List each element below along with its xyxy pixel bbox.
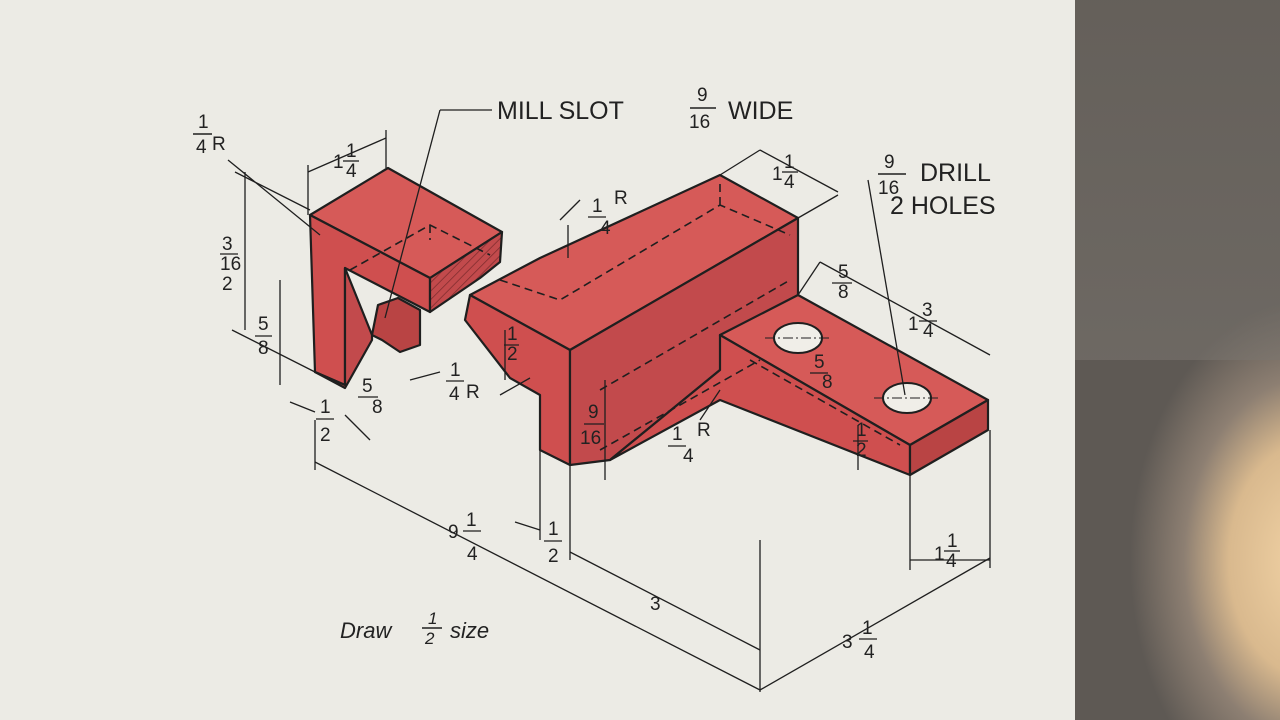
notes: MILL SLOT 9 16 WIDE 9 16 DRILL 2 HOLES D… <box>340 85 996 648</box>
svg-text:4: 4 <box>467 544 478 565</box>
svg-text:4: 4 <box>946 551 957 572</box>
svg-text:1: 1 <box>784 152 795 173</box>
svg-text:2: 2 <box>548 546 559 567</box>
drill-holes <box>765 322 940 414</box>
dim-length-3: 3 <box>650 594 661 615</box>
svg-text:3: 3 <box>922 300 933 321</box>
mill-slot-num: 9 <box>697 85 708 106</box>
svg-text:8: 8 <box>838 282 849 303</box>
dim-slot-5-8: 5 8 <box>358 376 383 418</box>
dim-web-half: 1 2 <box>504 324 519 365</box>
draw-size-num: 1 <box>428 609 437 628</box>
part-body <box>308 166 990 477</box>
svg-text:5: 5 <box>258 314 269 335</box>
svg-text:R: R <box>697 420 711 441</box>
dim-r-quarter-top: 1 4 R <box>588 188 628 239</box>
svg-text:5: 5 <box>362 376 373 397</box>
svg-text:1: 1 <box>592 196 603 217</box>
svg-text:1: 1 <box>947 531 958 552</box>
svg-text:1: 1 <box>450 360 461 381</box>
svg-text:1: 1 <box>320 397 331 418</box>
isometric-part-drawing: MILL SLOT 9 16 WIDE 9 16 DRILL 2 HOLES D… <box>193 85 996 692</box>
hidden-lines <box>349 180 901 451</box>
svg-text:1: 1 <box>548 519 559 540</box>
dim-r-quarter-low: 1 4 R <box>668 420 711 467</box>
svg-text:9: 9 <box>448 522 459 543</box>
dim-height-5-8: 5 8 <box>255 314 272 359</box>
svg-text:R: R <box>614 188 628 209</box>
mill-slot-label: MILL SLOT <box>497 97 624 125</box>
svg-text:5: 5 <box>838 262 849 283</box>
svg-text:1: 1 <box>862 618 873 639</box>
svg-text:4: 4 <box>346 161 357 182</box>
slot-inner <box>370 296 422 354</box>
svg-text:4: 4 <box>196 137 207 158</box>
svg-text:R: R <box>466 382 480 403</box>
svg-text:3: 3 <box>842 632 853 653</box>
svg-text:9: 9 <box>588 402 599 423</box>
background-shadow <box>1075 0 1280 360</box>
dim-r-quarter-left: 1 4 R <box>193 112 226 158</box>
svg-text:1: 1 <box>934 544 945 565</box>
svg-text:1: 1 <box>507 324 518 345</box>
dim-arm-5-8: 5 8 <box>832 262 852 303</box>
dim-end-1-1-4: 1 1 4 <box>934 531 960 572</box>
svg-text:2: 2 <box>222 274 233 295</box>
dimension-values: 1 4 R 1 1 4 2 3 16 5 8 5 8 <box>193 112 960 663</box>
dim-width-3-1-4: 3 1 4 <box>842 618 877 663</box>
svg-text:16: 16 <box>580 428 601 449</box>
svg-text:1: 1 <box>346 141 357 162</box>
svg-text:3: 3 <box>650 594 661 615</box>
drill-holes: 2 HOLES <box>890 192 996 220</box>
left-block-break <box>428 230 504 314</box>
svg-text:8: 8 <box>372 397 383 418</box>
dim-depth-9-16: 9 16 <box>580 402 604 449</box>
svg-text:5: 5 <box>814 352 825 373</box>
dim-top-arm-1-1-4: 1 1 4 <box>772 152 798 193</box>
svg-text:4: 4 <box>600 218 611 239</box>
mill-slot-tail: WIDE <box>728 97 793 125</box>
dim-gap-half: 1 2 <box>544 519 562 567</box>
draw-size-word: Draw <box>340 618 393 643</box>
dim-r-quarter-mid: 1 4 R <box>446 360 480 405</box>
svg-text:2: 2 <box>320 425 331 446</box>
dim-arm-thick-half: 1 2 <box>853 420 868 461</box>
arm-end <box>908 398 990 477</box>
svg-text:1: 1 <box>772 164 783 185</box>
dim-hole-spacing-5-8: 5 8 <box>810 352 833 393</box>
svg-text:4: 4 <box>864 642 875 663</box>
svg-text:3: 3 <box>222 234 233 255</box>
dim-base-half-left: 1 2 <box>316 397 334 446</box>
svg-text:2: 2 <box>507 344 518 365</box>
svg-text:2: 2 <box>856 440 867 461</box>
dim-height-2-3-16: 2 3 16 <box>220 234 241 295</box>
dim-overall-9-1-4: 9 1 4 <box>448 510 481 565</box>
svg-text:1: 1 <box>198 112 209 133</box>
svg-text:16: 16 <box>220 254 241 275</box>
dimension-lines <box>227 109 991 692</box>
svg-text:1: 1 <box>466 510 477 531</box>
svg-text:4: 4 <box>449 384 460 405</box>
drill-num: 9 <box>884 152 895 173</box>
dim-top-one-quarter: 1 1 4 <box>333 141 359 182</box>
svg-text:1: 1 <box>908 314 919 335</box>
draw-size-tail: size <box>450 618 489 643</box>
svg-text:8: 8 <box>258 338 269 359</box>
left-leg <box>313 266 374 390</box>
svg-text:4: 4 <box>784 172 795 193</box>
svg-text:1: 1 <box>672 424 683 445</box>
drill-den: 16 <box>878 178 899 199</box>
svg-text:1: 1 <box>856 420 867 441</box>
svg-text:8: 8 <box>822 372 833 393</box>
dim-hole-spacing-1-3-4: 1 3 4 <box>908 300 937 342</box>
draw-size-den: 2 <box>424 629 435 648</box>
svg-text:4: 4 <box>923 321 934 342</box>
mill-slot-den: 16 <box>689 112 710 133</box>
svg-text:4: 4 <box>683 446 694 467</box>
drill-word: DRILL <box>920 159 991 187</box>
svg-text:R: R <box>212 134 226 155</box>
svg-text:1: 1 <box>333 152 344 173</box>
